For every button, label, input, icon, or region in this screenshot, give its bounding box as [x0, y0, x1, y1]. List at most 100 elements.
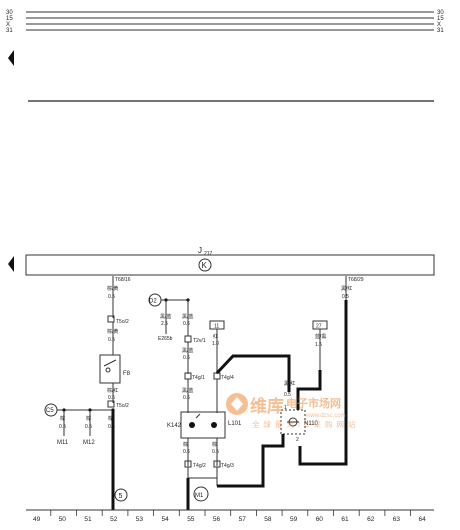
grid-number-55: 55 [187, 516, 195, 523]
wire-label-color: 红 [213, 333, 218, 340]
connector-label: T5o/2 [116, 403, 129, 409]
grid-number-53: 53 [136, 516, 144, 523]
wire-label-color: 黑/红 [284, 380, 295, 387]
connector-label: T4g/2 [193, 463, 206, 469]
wire-label-size: 0.5 [212, 449, 219, 455]
grid-numbers: 49 50 51 52 53 54 55 56 57 58 59 60 61 62 63 64 [33, 510, 426, 523]
wire-label-size: 0.5 [59, 424, 66, 430]
j217-label: J [198, 246, 202, 255]
watermark: 维库 电子市场网 www.dzsc.com 全球最大IC采购网站 [226, 393, 360, 429]
wire-label-color: 黑/蓝 [182, 313, 193, 320]
k142-label: K142 [167, 423, 182, 429]
watermark-brand: 维库 [250, 396, 284, 416]
wire-label-size: 0.5 [284, 392, 291, 398]
thick-wire-k142-to-n110 [215, 354, 291, 392]
wire-label-color: 黑/蓝 [182, 347, 193, 354]
wire-label-size: 0.5 [183, 395, 190, 401]
grid-number-59: 59 [290, 516, 298, 523]
module-k142-l101: K142 L101 [167, 411, 242, 439]
rail-label-left-x: X [6, 22, 10, 28]
rail-label-left-30: 30 [6, 10, 13, 16]
page-edge-marker-top [8, 50, 14, 66]
wire-label-size: 0.5 [342, 294, 349, 300]
grid-number-63: 63 [393, 516, 401, 523]
k-ground-symbol-label: K [202, 261, 208, 270]
e265b-label: E265b [158, 336, 173, 342]
watermark-title: 电子市场网 [286, 396, 341, 410]
wire-label-color: 棕/黄 [107, 328, 118, 335]
rail-label-right-15: 15 [437, 16, 444, 22]
rail-label-right-x: X [437, 22, 441, 28]
node-5-label: 5 [119, 493, 123, 500]
grid-number-61: 61 [341, 516, 349, 523]
switch-f8: F8 [99, 354, 131, 384]
connector-label: T4g/3 [221, 463, 234, 469]
wire-label-size: 0.5 [85, 424, 92, 430]
rail-label-right-30: 30 [437, 10, 444, 16]
node-d2-label: D2 [149, 299, 157, 305]
power-rails: 30 15 X 31 30 15 X 31 [6, 10, 444, 34]
grid-number-49: 49 [33, 516, 41, 523]
node-m1 [193, 486, 209, 502]
grid-number-62: 62 [367, 516, 375, 523]
watermark-slogan: 全球最大IC采购网站 [252, 419, 360, 429]
connector-t5o2-lower [107, 400, 115, 408]
n110-label: N110 [304, 421, 319, 427]
wire-label-color: 黑/蓝 [160, 313, 171, 320]
pin-t68-16: T68/16 [115, 277, 131, 283]
wire-label-color: 棕 [108, 415, 113, 422]
wire-label-size: 0.5 [108, 395, 115, 401]
grid-number-64: 64 [419, 516, 427, 523]
grid-number-51: 51 [84, 516, 92, 523]
connector-label: T2v/1 [193, 338, 206, 344]
wire-label-size: 0.5 [183, 449, 190, 455]
wire-label-size: 1.0 [212, 341, 219, 347]
wire-label-color: 棕 [60, 415, 65, 422]
wire-label-size: 1.5 [315, 342, 322, 348]
f8-label: F8 [123, 371, 131, 377]
wire-label-size: 0.5 [183, 355, 190, 361]
wire-label-color: 蓝/黑 [315, 333, 326, 340]
m11-label: M11 [57, 440, 69, 446]
wire-label-color: 棕 [86, 415, 91, 422]
thick-wire-t68-29-return [298, 300, 348, 466]
grid-number-57: 57 [239, 516, 247, 523]
grid-number-52: 52 [110, 516, 118, 523]
node-c5-label: C5 [46, 408, 54, 414]
wire-label-color: 棕 [212, 441, 217, 448]
wire-label-size: 0.5 [183, 321, 190, 327]
rail-label-left-31: 31 [6, 28, 13, 34]
wire-label-color: 棕/红 [107, 387, 118, 394]
node-11-label: 11 [214, 324, 219, 330]
grid-number-56: 56 [213, 516, 221, 523]
page-edge-marker-bottom [8, 256, 14, 272]
grid-number-54: 54 [162, 516, 170, 523]
wire-label-size: 2.5 [161, 321, 168, 327]
connector-label: T4g/1 [192, 375, 205, 381]
pin-t68-29: T68/29 [348, 277, 364, 283]
thick-wire-node27-to-n110 [296, 370, 322, 410]
l101-label: L101 [228, 421, 242, 427]
n110-pin-2: 2 [296, 437, 299, 443]
connector-label: T5o/2 [116, 319, 129, 325]
connector-label: T4g/4 [221, 375, 234, 381]
wire-label-size: 0.5 [108, 337, 115, 343]
wire-label-size: 0.5 [108, 294, 115, 300]
node-m1-label: M1 [195, 493, 204, 499]
wire-label-color: 棕/黄 [107, 285, 118, 292]
grid-number-50: 50 [59, 516, 67, 523]
k-ground-symbol [198, 258, 212, 272]
component-n110: N110 1 2 [280, 405, 319, 443]
wire-label-color: 黑/蓝 [182, 387, 193, 394]
node-5 [114, 488, 128, 502]
m12-label: M12 [83, 440, 95, 446]
control-unit-j217: J 217 K [25, 246, 435, 276]
grid-number-58: 58 [264, 516, 272, 523]
n110-pin-1: 1 [284, 405, 287, 411]
connector-t2v1 [184, 335, 192, 343]
node-27-label: 27 [316, 324, 322, 330]
grid-number-60: 60 [316, 516, 324, 523]
wire-label-color: 黑/红 [341, 285, 352, 292]
rail-label-left-15: 15 [6, 16, 13, 22]
